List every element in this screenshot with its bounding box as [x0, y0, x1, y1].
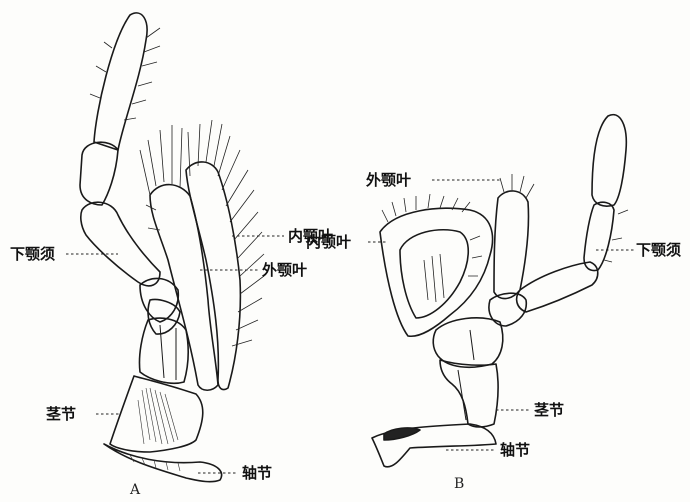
palp-setae-b	[604, 210, 628, 262]
caption-b: B	[454, 476, 464, 492]
basal-articulation-b	[433, 318, 503, 367]
label-maxillary-palp-a: 下颚须	[10, 245, 55, 263]
palp-segment-distal-b	[592, 115, 626, 206]
label-cardo-b: 轴节	[500, 441, 530, 459]
label-stipes-b: 茎节	[534, 401, 564, 419]
stipes-shading-a	[138, 388, 178, 444]
label-galea-b: 外颚叶	[365, 171, 411, 189]
label-maxillary-palp-b: 下颚须	[636, 241, 681, 259]
panel-a-drawing	[80, 13, 264, 482]
panel-b-drawing	[372, 115, 628, 467]
stipes-a	[110, 376, 203, 452]
stipes-b	[440, 360, 498, 427]
label-galea-a: 外颚叶	[261, 261, 307, 279]
label-cardo-a: 轴节	[242, 464, 272, 482]
palp-segment-distal-a	[94, 13, 147, 150]
galea-setae-b	[500, 174, 534, 198]
label-stipes-a: 茎节	[46, 405, 76, 423]
lacinia-inner-b	[400, 230, 468, 318]
cardo-shading-b	[384, 428, 420, 440]
palp-segment-large-b	[517, 262, 598, 312]
palp-segment-middle-a	[80, 142, 118, 205]
caption-a: A	[129, 482, 141, 498]
palp-segment-middle-b	[584, 202, 614, 270]
galea-a	[150, 185, 218, 391]
label-lacinia-b: 内颚叶	[306, 233, 351, 251]
palp-setae-a	[90, 28, 160, 120]
galea-b	[494, 191, 529, 299]
palp-segment-large-a	[81, 202, 160, 286]
